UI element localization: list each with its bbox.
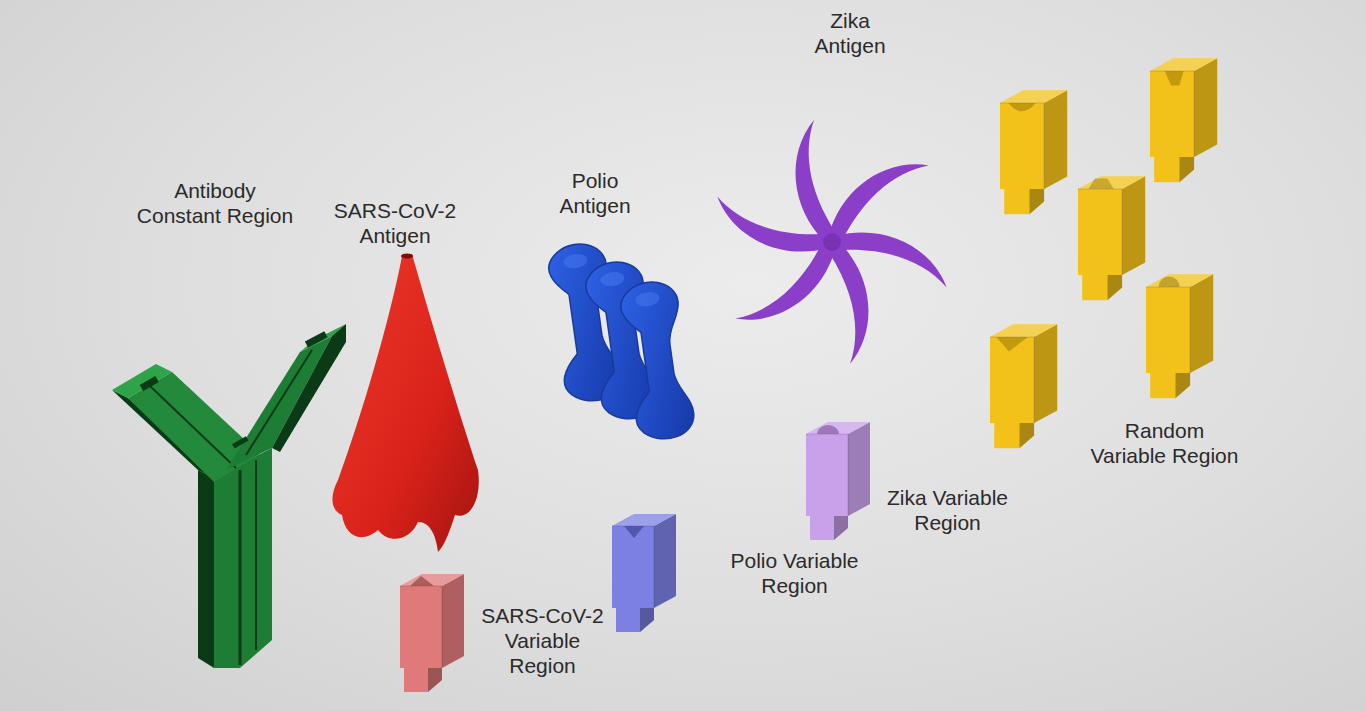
part-label: Random Variable Region [1087,418,1242,468]
polio-antigen [546,240,697,442]
part-label: Polio Antigen [545,168,645,218]
part-label: Antibody Constant Region [133,178,297,228]
part-label: SARS-CoV-2 Variable Region [475,603,610,679]
part-label: Polio Variable Region [727,548,862,598]
zika-variable-region [806,422,870,540]
antibody-constant-region [112,324,346,668]
sars-cov-2-variable-region [400,574,464,692]
cone-tip [401,254,413,259]
part-label: SARS-CoV-2 Antigen [325,198,465,248]
zika-antigen [708,120,956,364]
part-label: Zika Antigen [800,8,900,58]
sars-cov-2-antigen [332,254,478,552]
polio-variable-region [612,514,676,632]
random-variable-region [990,58,1217,448]
part-label: Zika Variable Region [880,485,1015,535]
